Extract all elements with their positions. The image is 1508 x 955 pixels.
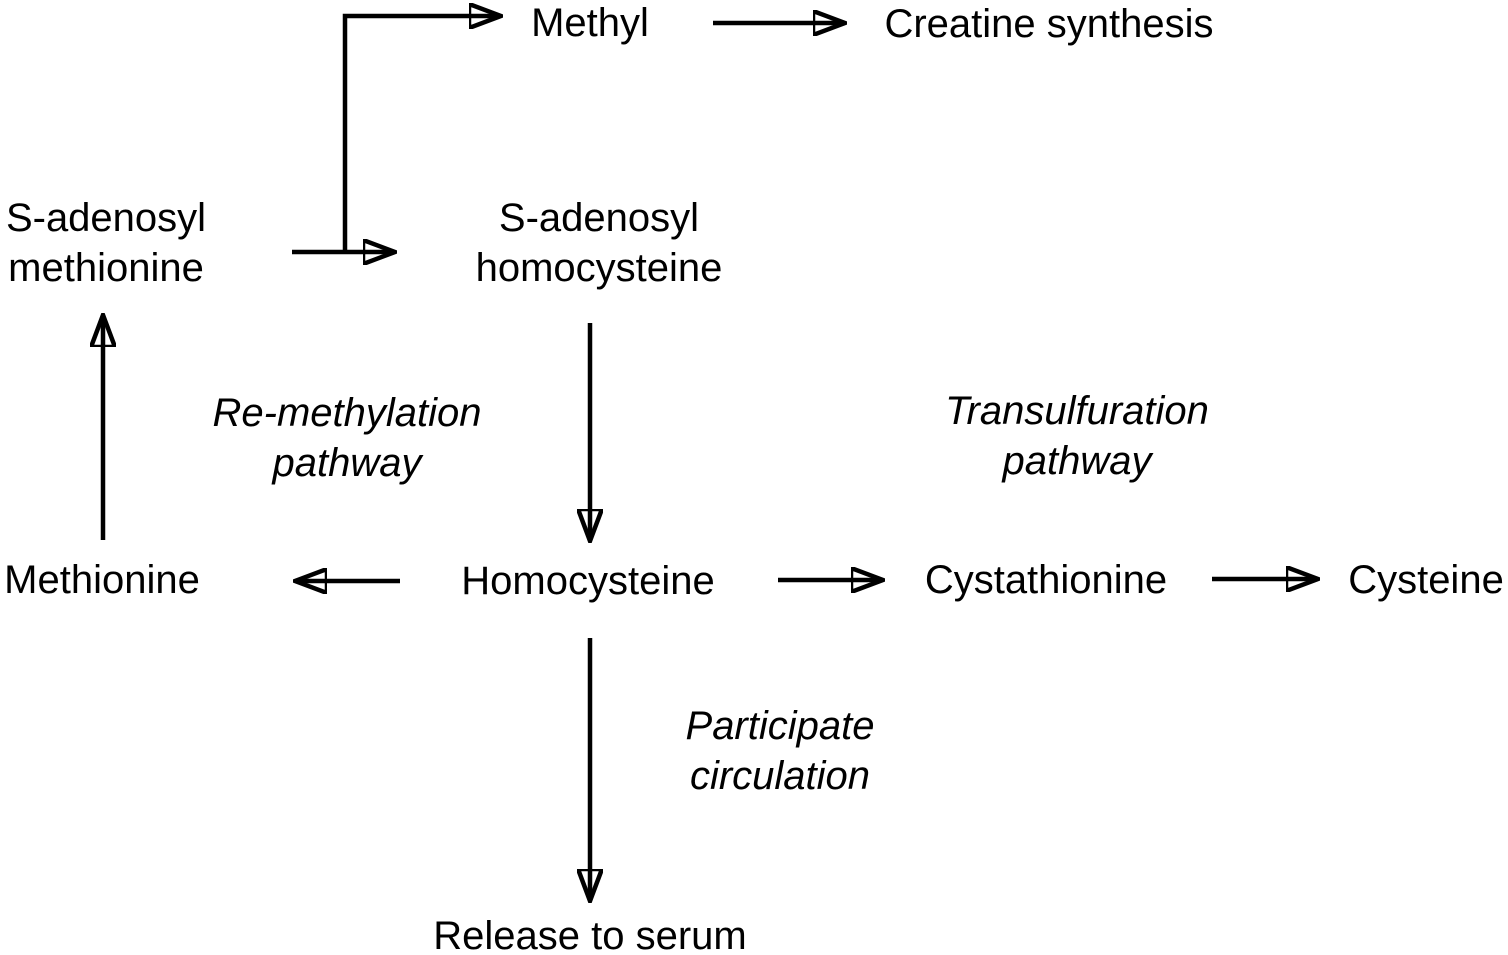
- node-s-adenosyl-homocysteine: S-adenosyl homocysteine: [475, 196, 723, 290]
- node-methionine: Methionine: [4, 558, 200, 602]
- annotation-re-methylation-pathway: Re-methylation pathway: [212, 391, 482, 485]
- node-creatine-synthesis: Creatine synthesis: [884, 2, 1214, 46]
- arrow-branch-to-methyl: [342, 16, 501, 252]
- node-s-adenosyl-methionine: S-adenosyl methionine: [5, 196, 207, 290]
- annotation-participate-circulation: Participate circulation: [685, 704, 875, 798]
- annotation-transulfuration-pathway: Transulfuration pathway: [945, 389, 1209, 483]
- node-homocysteine: Homocysteine: [461, 559, 715, 603]
- node-cystathionine: Cystathionine: [924, 558, 1168, 602]
- node-cysteine: Cysteine: [1348, 558, 1504, 602]
- node-release-to-serum: Release to serum: [433, 914, 747, 955]
- node-methyl: Methyl: [531, 1, 649, 45]
